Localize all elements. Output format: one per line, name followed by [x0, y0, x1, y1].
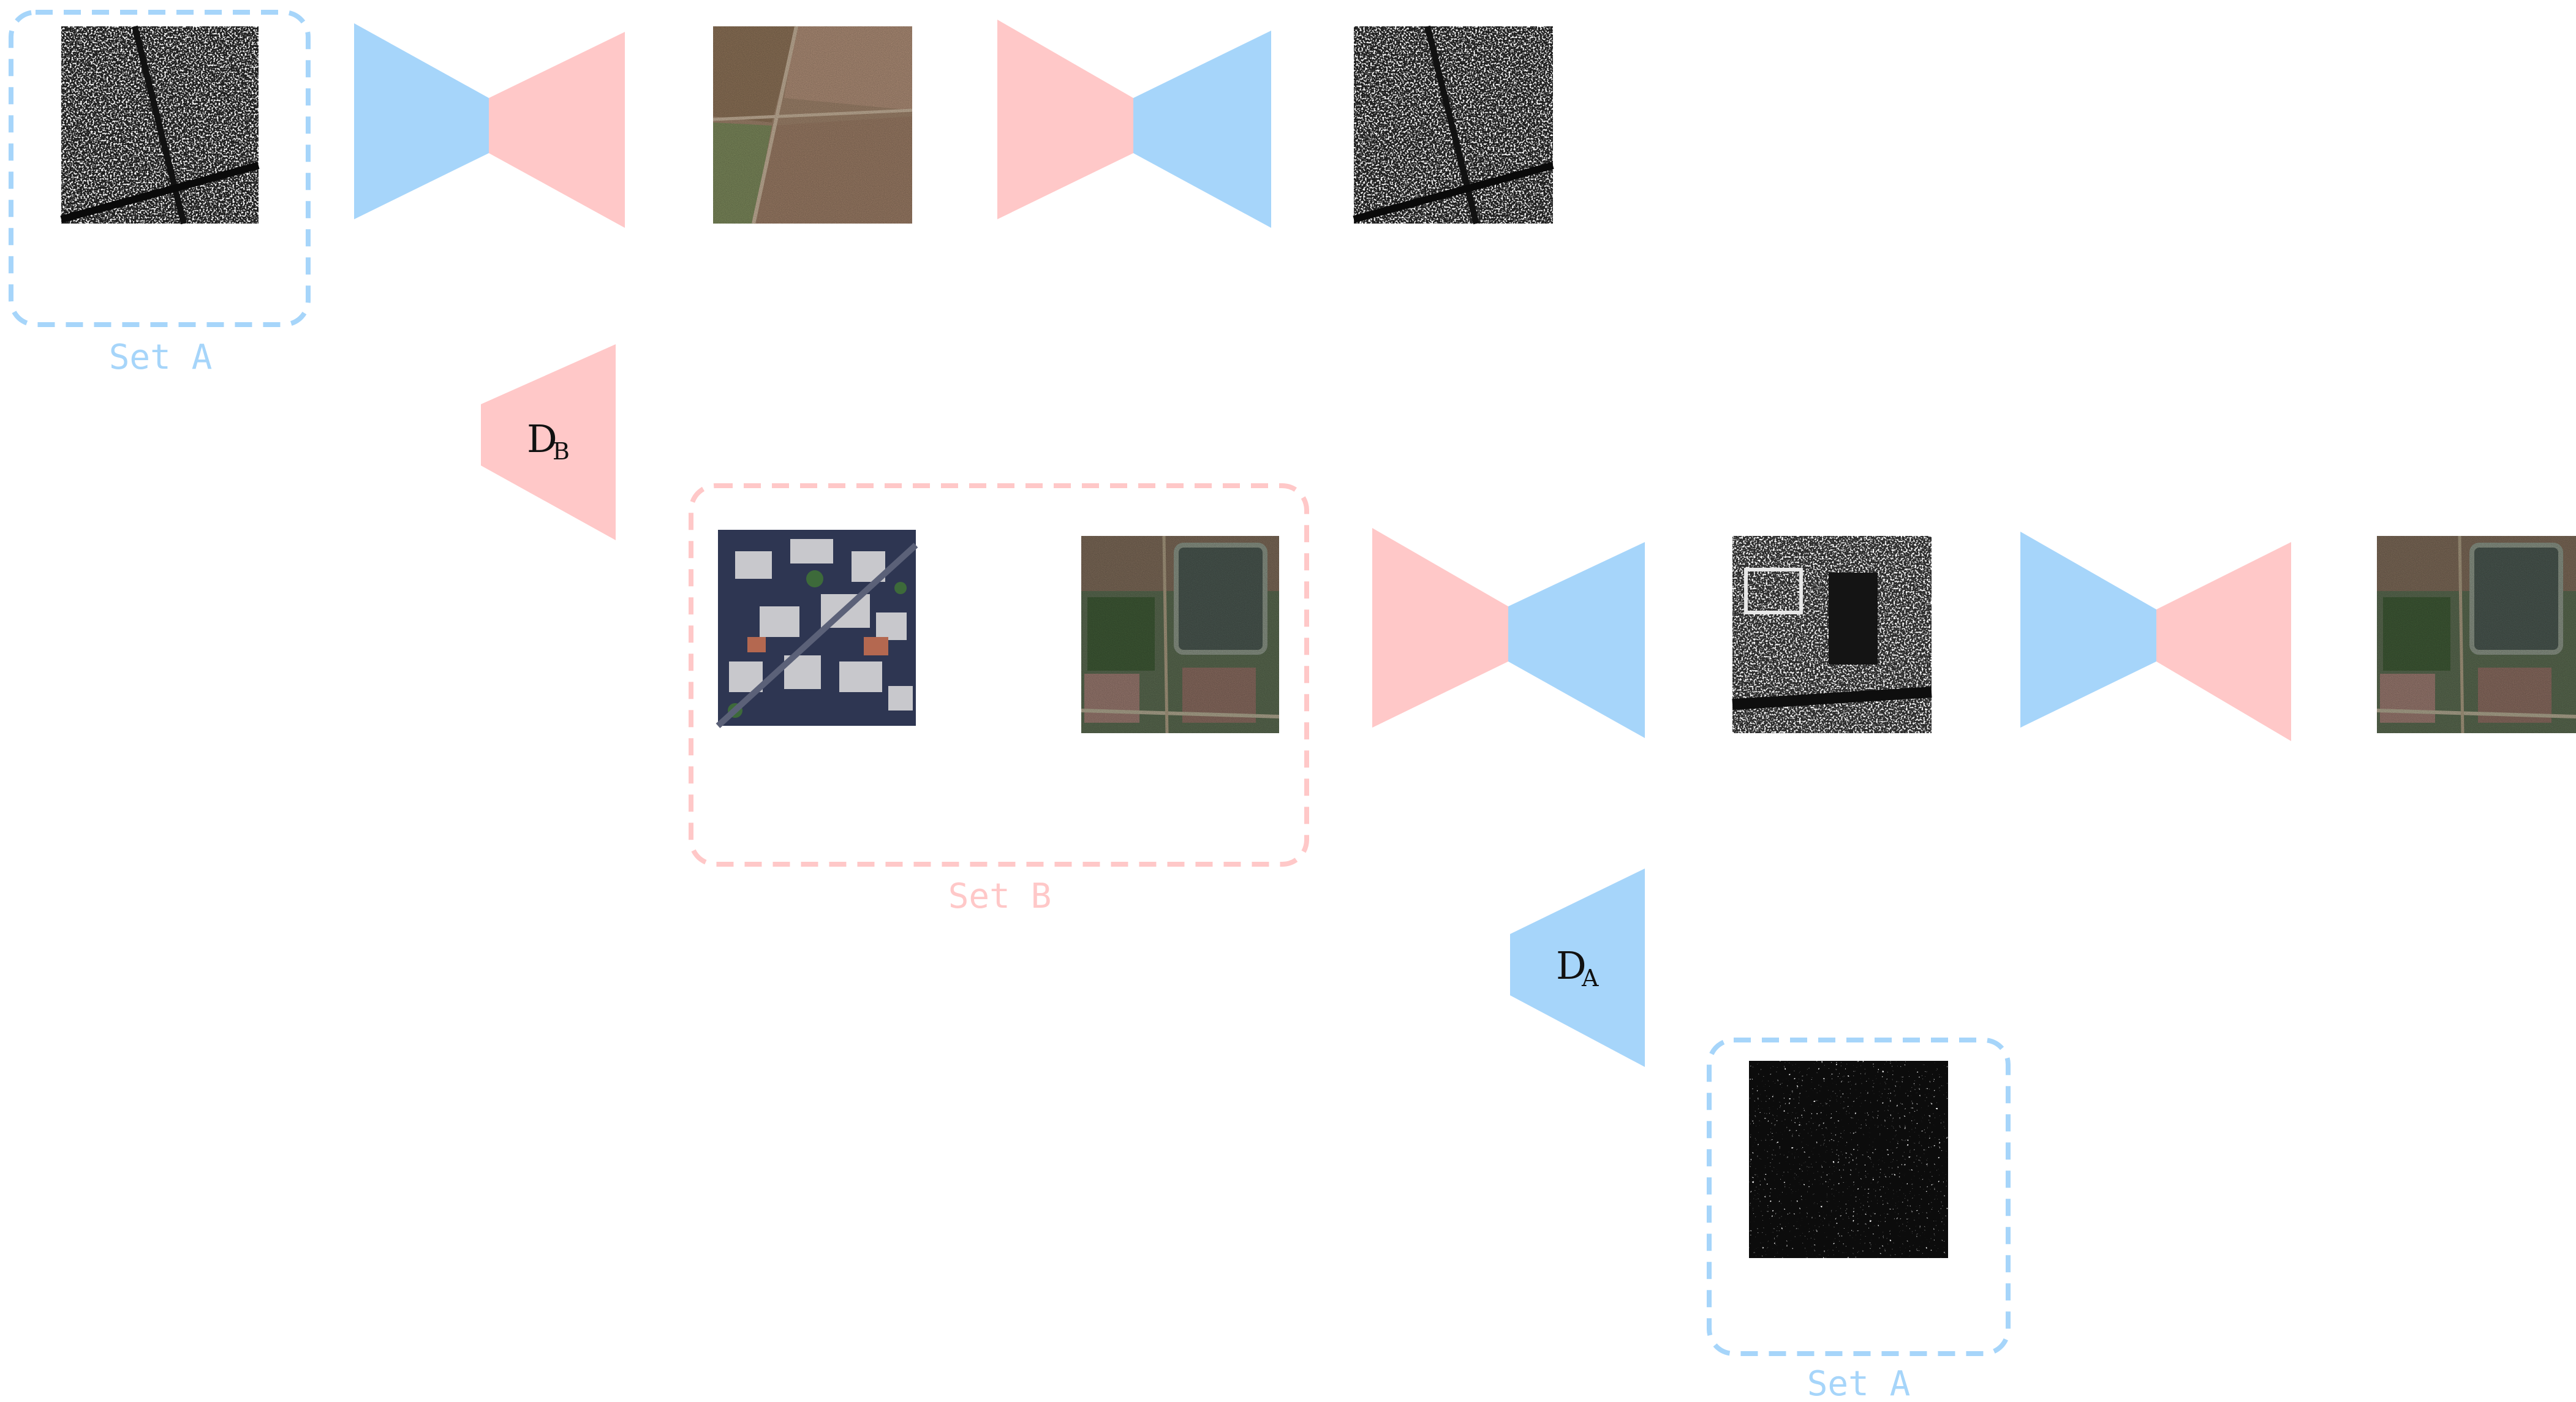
encoder-shape: [2020, 532, 2156, 728]
discriminator-a-subscript: A: [1581, 965, 1599, 992]
sar-image-top-left: [60, 25, 260, 225]
sar-image-reconstructed: [1353, 25, 1554, 225]
decoder-shape: [1133, 31, 1271, 228]
optical-city-image: [716, 530, 918, 728]
set-a-bottom-box: [1707, 1038, 2011, 1356]
set-a-top-label: Set A: [109, 337, 213, 377]
set-a-top-box: [9, 10, 311, 327]
generator-a-to-b-top: [354, 23, 625, 228]
sar-image-dark: [1749, 1061, 1948, 1258]
discriminator-b-label: D: [527, 416, 557, 461]
generator-a-to-b-middle: [2020, 532, 2291, 741]
optical-fields-image: [712, 26, 913, 224]
encoder-shape: [997, 20, 1133, 219]
set-b-box: [689, 483, 1309, 867]
discriminator-b-subscript: B: [553, 438, 570, 465]
optical-pond-image: [1081, 535, 1280, 734]
generator-b-to-a-top: [997, 20, 1271, 228]
discriminator-a-label: D: [1556, 943, 1587, 988]
set-a-bottom-label: Set A: [1807, 1364, 1911, 1402]
optical-pond-reconstructed: [2376, 535, 2576, 734]
encoder-shape: [1372, 528, 1508, 728]
generator-b-to-a-middle: [1372, 528, 1645, 738]
sar-image-generated: [1732, 536, 1932, 733]
decoder-shape: [2156, 542, 2291, 741]
discriminator-b: D B: [481, 344, 616, 540]
set-b-label: Set B: [948, 876, 1052, 916]
discriminator-a: D A: [1510, 869, 1645, 1067]
decoder-shape: [489, 32, 625, 228]
decoder-shape: [1508, 542, 1645, 738]
encoder-shape: [354, 23, 489, 219]
